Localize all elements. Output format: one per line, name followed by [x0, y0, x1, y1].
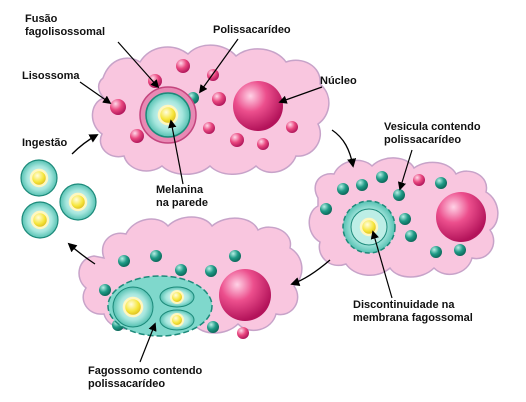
cycle-arrow-to-start	[69, 244, 95, 264]
vesicle	[376, 171, 388, 183]
vesicle	[435, 177, 447, 189]
lysosome	[212, 92, 226, 106]
vesicle	[207, 321, 219, 333]
vesicle	[150, 250, 162, 262]
cell-1-membrane	[92, 45, 328, 174]
lysosome	[237, 327, 249, 339]
label-fagossomo-contendo-polissacarideo: Fagossomo contendo polissacarídeo	[88, 365, 202, 391]
yeast-cell	[171, 314, 183, 326]
label-lisossoma: Lisossoma	[22, 70, 79, 83]
lysosome	[257, 138, 269, 150]
label-melanina-na-parede: Melanina na parede	[156, 184, 208, 210]
vesicle	[430, 246, 442, 258]
vesicle	[320, 203, 332, 215]
lysosome	[130, 129, 144, 143]
nucleus	[436, 192, 486, 242]
nucleus	[219, 269, 271, 321]
yeast-cell	[361, 219, 377, 235]
lysosome	[413, 174, 425, 186]
cycle-arrow-ingestion	[72, 135, 97, 154]
vesicle	[454, 244, 466, 256]
vesicle	[405, 230, 417, 242]
vesicle	[99, 284, 111, 296]
yeast-cell	[124, 298, 142, 316]
vesicle	[393, 189, 405, 201]
vesicle	[205, 265, 217, 277]
label-nucleo: Núcleo	[320, 75, 357, 88]
label-polissacarideo: Polissacarídeo	[213, 24, 291, 37]
label-fusao-fagolisossomal: Fusão fagolisossomal	[25, 13, 105, 39]
yeast-cell	[70, 194, 86, 210]
nucleus	[233, 81, 283, 131]
yeast-cell	[159, 106, 177, 124]
vesicle	[399, 213, 411, 225]
vesicle	[118, 255, 130, 267]
label-discontinuidade-membrana: Discontinuidade na membrana fagossomal	[353, 299, 473, 325]
lysosome	[110, 99, 126, 115]
yeast-cell	[32, 212, 48, 228]
lysosome	[176, 59, 190, 73]
vesicle	[175, 264, 187, 276]
vesicle	[356, 179, 368, 191]
vesicle	[229, 250, 241, 262]
label-ingestao: Ingestão	[22, 137, 67, 150]
lysosome	[148, 74, 162, 88]
yeast-cell	[31, 170, 47, 186]
label-vesicula-contendo-polissacarideo: Vesicula contendo polissacarídeo	[384, 121, 481, 147]
vesicle	[337, 183, 349, 195]
yeast-cell	[171, 291, 183, 303]
lysosome	[230, 133, 244, 147]
lysosome	[203, 122, 215, 134]
lysosome	[286, 121, 298, 133]
